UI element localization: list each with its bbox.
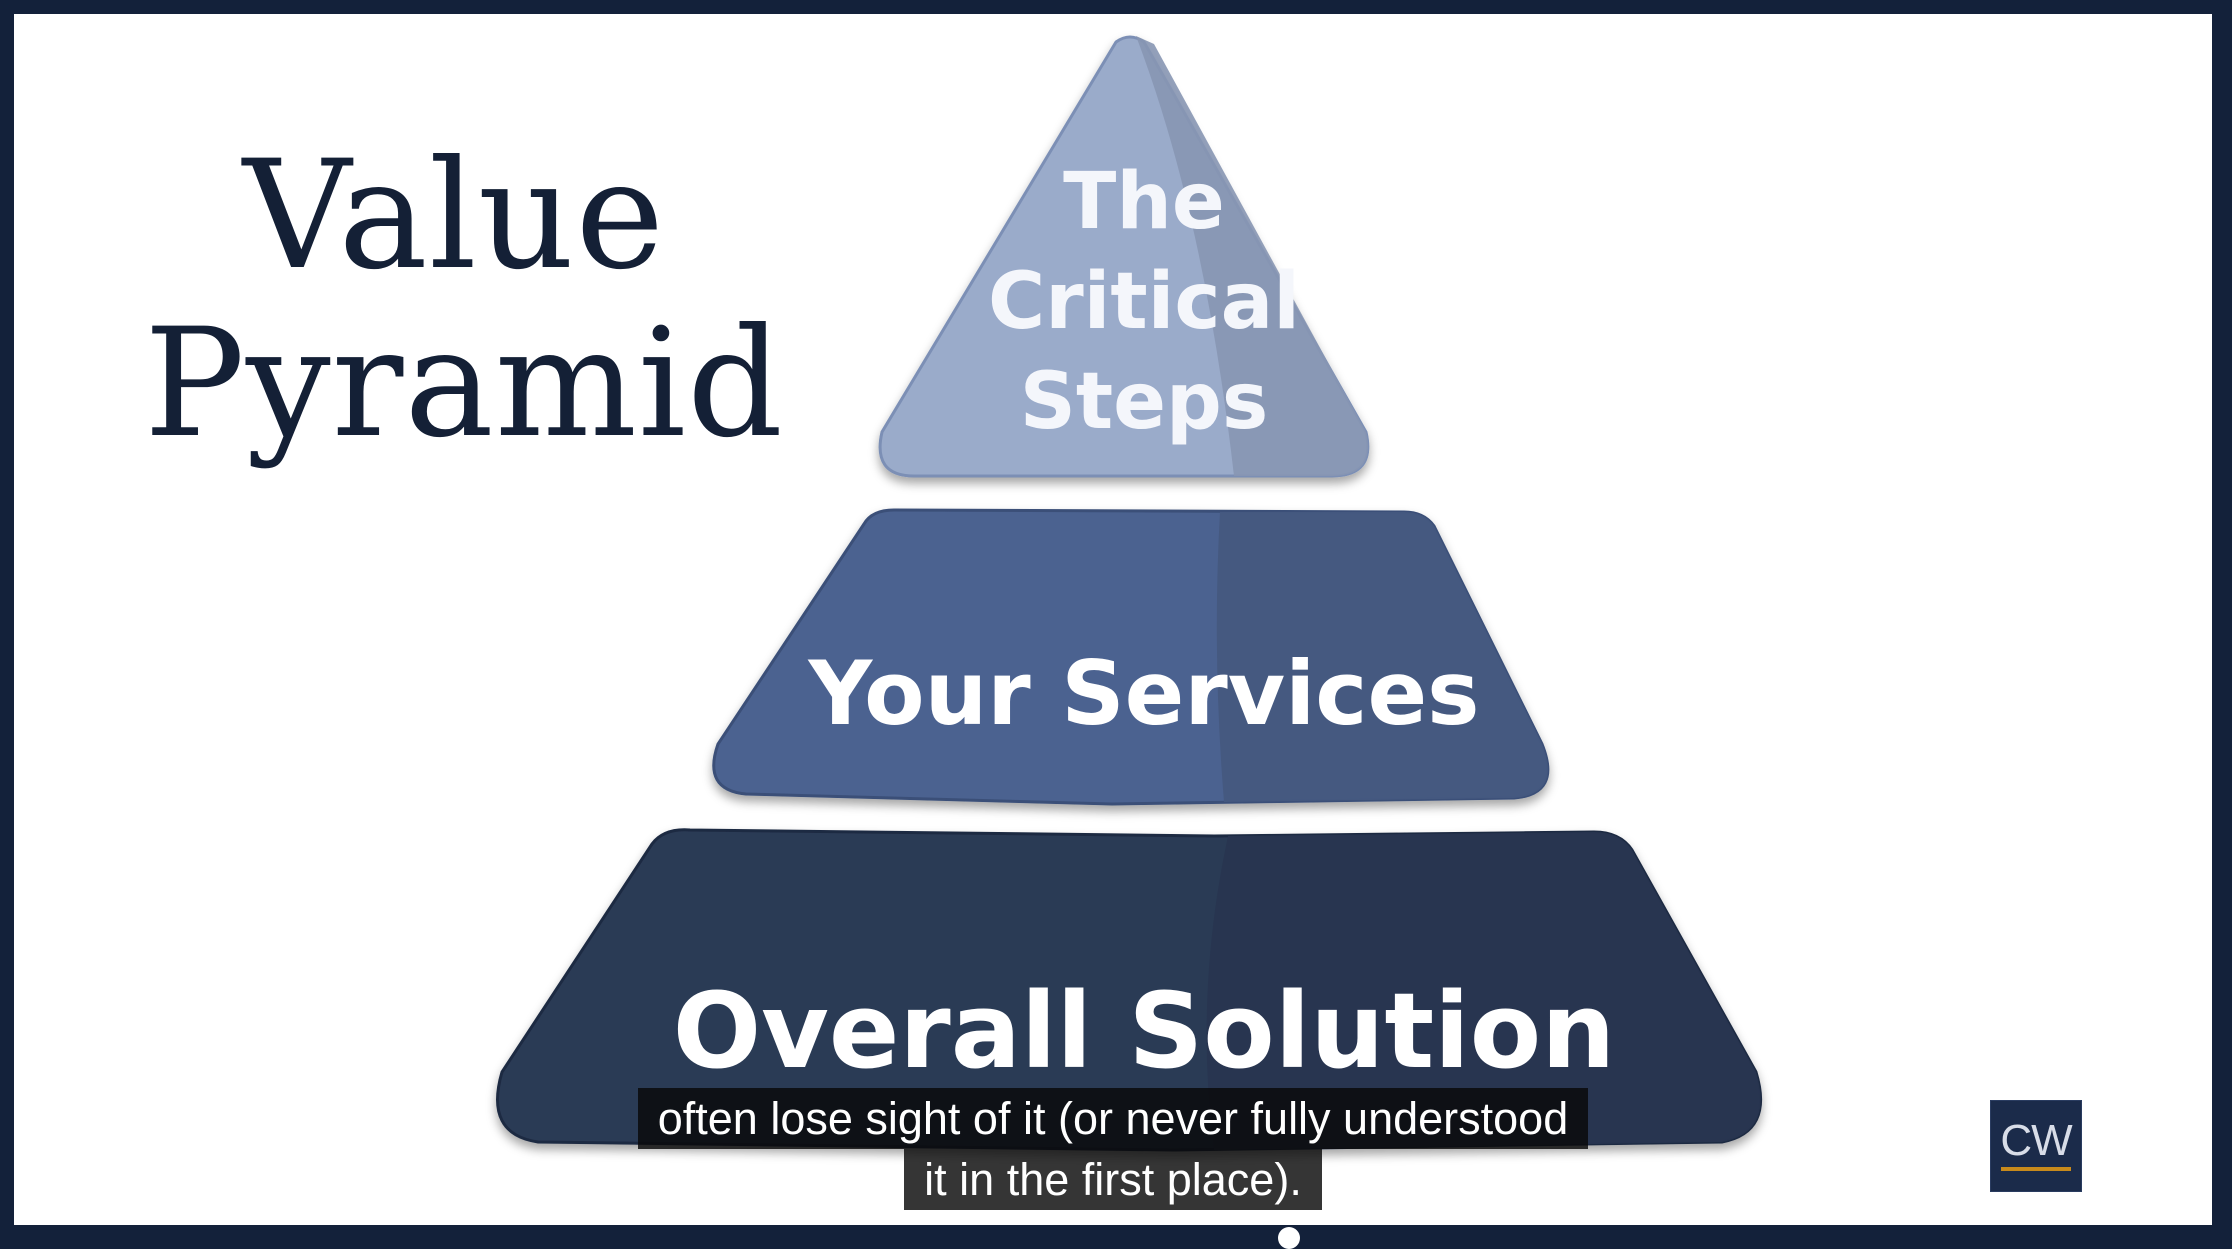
tier-middle-label: Your Services	[808, 642, 1480, 745]
logo-underline	[2001, 1167, 2071, 1171]
tier-top-label: The Critical Steps	[934, 152, 1354, 452]
video-progress-handle[interactable]	[1278, 1227, 1300, 1249]
channel-logo[interactable]: CW	[1990, 1100, 2082, 1192]
title-line-1: Value	[242, 129, 666, 303]
title-line-2: Pyramid	[144, 297, 785, 471]
tier-top-line-1: The	[1063, 157, 1225, 247]
tier-bottom-label: Overall Solution	[672, 970, 1616, 1092]
logo-text: CW	[2000, 1116, 2072, 1165]
tier-top-line-3: Steps	[1019, 357, 1269, 447]
caption-line-1: often lose sight of it (or never fully u…	[637, 1088, 1589, 1149]
video-captions: often lose sight of it (or never fully u…	[14, 1088, 2212, 1210]
pyramid-tier-top	[878, 35, 1370, 478]
tier-top-line-2: Critical	[987, 257, 1301, 347]
pyramid-tier-bottom	[496, 828, 1763, 1152]
value-pyramid-diagram	[496, 35, 1763, 1152]
pyramid-tier-middle	[712, 508, 1550, 806]
caption-line-2: it in the first place).	[904, 1149, 1322, 1210]
slide-title: Value Pyramid	[144, 129, 785, 471]
slide-frame: Value Pyramid The Critical Steps Your Se…	[14, 14, 2212, 1225]
